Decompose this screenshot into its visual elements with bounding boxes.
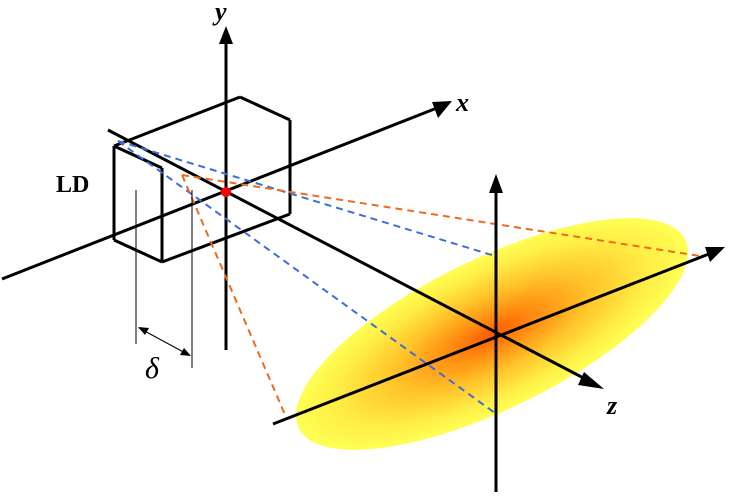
z-axis	[107, 128, 596, 386]
delta-arrowhead-left	[138, 327, 149, 335]
x-axis-label: x	[455, 88, 469, 117]
z-axis-label: z	[606, 391, 618, 420]
far-field-spot	[295, 218, 689, 450]
far-field-horizontal-axis	[272, 250, 715, 426]
y-axis-label: y	[212, 0, 227, 26]
delta-arrowhead-right	[180, 348, 191, 356]
far-field-vertical-arrowhead	[489, 174, 503, 193]
x-axis-arrowhead	[432, 101, 452, 118]
delta-dimension	[135, 190, 193, 368]
ld-label: LD	[56, 172, 89, 198]
z-axis-arrowhead	[578, 372, 604, 389]
delta-label: δ	[145, 352, 160, 385]
blue-ray-fan	[117, 140, 496, 414]
y-axis-arrowhead	[219, 26, 233, 44]
far-field-horizontal-arrowhead	[705, 247, 725, 262]
orange-ray-fan	[181, 174, 701, 418]
emission-point	[221, 187, 231, 197]
laser-diode-box-front	[112, 146, 164, 264]
